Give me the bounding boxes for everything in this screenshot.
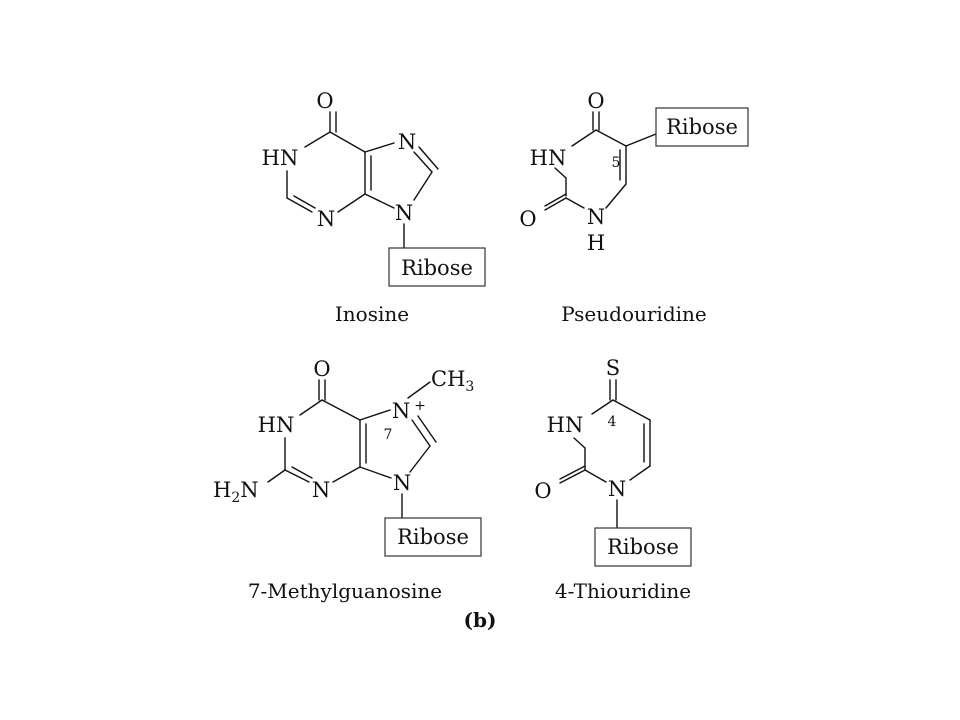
7-methylguanosine-n9: N — [393, 471, 411, 495]
inosine-n-bottom: N — [317, 207, 335, 231]
pseudouridine-oxygen-top: O — [587, 89, 604, 113]
4-thiouridine-sulfur: S — [606, 356, 620, 380]
inosine-oxygen: O — [316, 89, 333, 113]
inosine-n-top: N — [398, 130, 416, 154]
panel-label: (b) — [464, 608, 497, 632]
4-thiouridine-position-4: 4 — [608, 414, 617, 430]
7-methylguanosine-structure: O CH3 N + 7 HN H2N N N Ribose 7-Methylgu… — [213, 357, 482, 603]
pseudouridine-position-5: 5 — [612, 155, 621, 171]
7-methylguanosine-h2n: H2N — [213, 478, 259, 506]
7-methylguanosine-oxygen: O — [313, 357, 330, 381]
7-methylguanosine-n7: N — [392, 399, 410, 423]
7-methylguanosine-charge: + — [414, 398, 426, 414]
inosine-n9: N — [395, 201, 413, 225]
7-methylguanosine-ribose-label: Ribose — [397, 525, 469, 549]
7-methylguanosine-name: 7-Methylguanosine — [248, 579, 442, 603]
4-thiouridine-ribose-label: Ribose — [607, 535, 679, 559]
pseudouridine-ribose-label: Ribose — [666, 115, 738, 139]
4-thiouridine-hn: HN — [547, 413, 584, 437]
inosine-structure: O HN N N N Ribose Inosine — [262, 89, 486, 326]
4-thiouridine-oxygen: O — [534, 479, 551, 503]
inosine-name: Inosine — [335, 302, 409, 326]
pseudouridine-hn: HN — [530, 146, 567, 170]
pseudouridine-n: N — [587, 205, 605, 229]
pseudouridine-h: H — [587, 231, 605, 255]
7-methylguanosine-hn: HN — [258, 413, 295, 437]
7-methylguanosine-position-7: 7 — [384, 427, 393, 443]
4-thiouridine-structure: S HN 4 O N Ribose 4-Thiouridine — [534, 356, 692, 603]
pseudouridine-structure: O HN 5 O N H Ribose Pseudouridine — [519, 89, 749, 326]
pseudouridine-name: Pseudouridine — [561, 302, 707, 326]
4-thiouridine-name: 4-Thiouridine — [555, 579, 691, 603]
pseudouridine-oxygen-left: O — [519, 207, 536, 231]
7-methylguanosine-n-bottom: N — [312, 478, 330, 502]
7-methylguanosine-ch3: CH3 — [431, 367, 474, 395]
inosine-ribose-label: Ribose — [401, 256, 473, 280]
inosine-hn: HN — [262, 146, 299, 170]
4-thiouridine-n: N — [608, 477, 626, 501]
